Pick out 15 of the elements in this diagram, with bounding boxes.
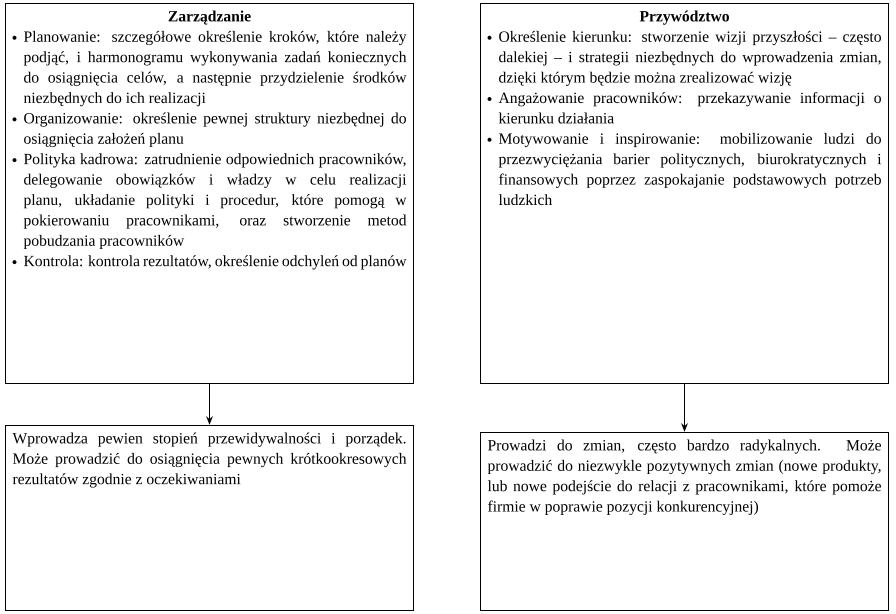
text-box [480, 3, 889, 384]
bullet-item: Motywowanie i inspirowanie: mobilizowanie ludzi do przezwyciężania barier politycznych, biurokratycznych i finansowych poprzez zaspokajanie podstawowych potrzeb ludzkich [498, 132, 882, 206]
box-text: Wprowadza pewien stopień przewidywalności i porządek. Może prowadzić do osiągnięcia pewnych krótkookresowych rezultatów zgodnie z oczekiwaniami [12, 432, 406, 488]
bullet-item: Planowanie: szczegółowe określenie kroków, które należy podjąć, i harmonogramu wykonywania zadań koniecznych do osiągnięcia celów, a następnie przydzielenie środków niezbędnych do ich realizacji [24, 30, 406, 106]
bullet-item: Organizowanie: określenie pewnej struktury niezbędnej do osiągnięcia założeń planu [24, 112, 406, 148]
bullet-item: Angażowanie pracowników: przekazywanie informacji o kierunku działania [498, 92, 881, 124]
box-text: Prowadzi do zmian, często bardzo radykalnych. Może prowadzić do niezwykle pozytywnych zmian (nowe produkty, lub nowe podejście do relacji z pracownikami, które pomoże firmie w poprawie pozycji konkurencyjnej) [488, 440, 881, 515]
bullet-item: Określenie kierunku: stworzenie wizji przyszłości – często dalekiej – i strategii niezbędnych do wprowadzenia zmian, dzięki którym będzie można zrealizować wizję [499, 30, 881, 86]
text-box [5, 425, 414, 611]
box-heading: Przywództwo [640, 10, 729, 25]
text-box [5, 3, 414, 384]
bullet-item: Kontrola: kontrola rezultatów, określenie odchyleń od planów [24, 255, 406, 270]
box-heading: Zarządzanie [168, 10, 251, 25]
text-box [480, 432, 889, 611]
bullet-item: Polityka kadrowa: zatrudnienie odpowiednich pracowników, delegowanie obowiązków i władzy w celu realizacji planu, układanie polityki i procedur, które pomogą w pokierowaniu pracownikami, oraz stworzenie metod pobudzania pracowników [24, 153, 406, 250]
